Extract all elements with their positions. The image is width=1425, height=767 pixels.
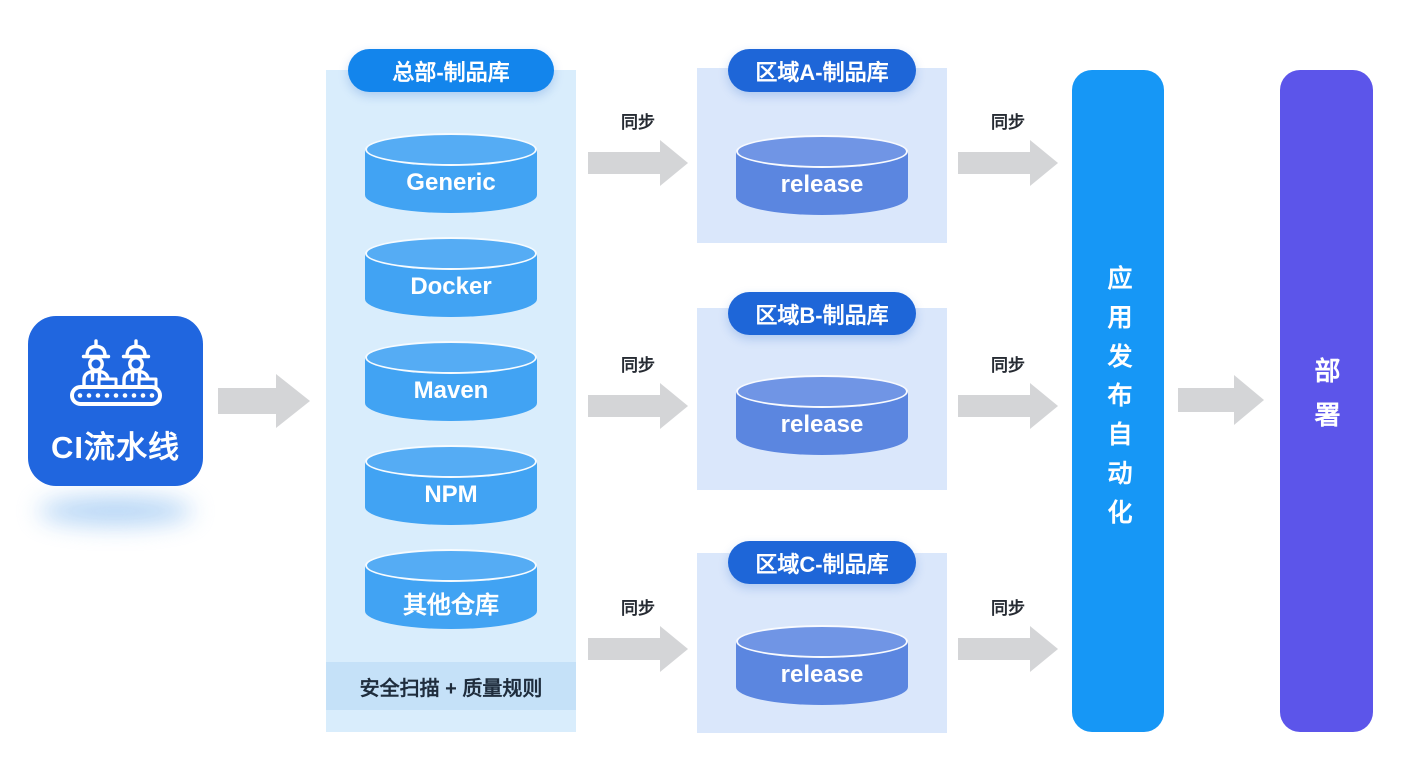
arrow-head-icon <box>1030 626 1058 672</box>
cylinder-top <box>365 549 537 582</box>
region-a-release-cylinder: release <box>736 135 908 215</box>
cylinder-top <box>365 341 537 374</box>
repo-label: release <box>780 171 864 198</box>
arrow-head-icon <box>1030 383 1058 429</box>
repo-cylinder-npm: NPM <box>365 445 537 525</box>
sync-label: 同步 <box>621 599 655 618</box>
region-c-release-cylinder: release <box>736 625 908 705</box>
repo-label: Maven <box>413 377 489 404</box>
arrow-head-icon <box>1030 140 1058 186</box>
region-c-title-label: 区域C-制品库 <box>755 551 889 577</box>
region-b-title-label: 区域B-制品库 <box>755 302 889 328</box>
region-b-title: 区域B-制品库 <box>728 292 916 335</box>
arrow-head-icon <box>1234 375 1264 425</box>
sync-label: 同步 <box>621 113 655 132</box>
repo-label: Docker <box>410 273 492 300</box>
arrow-head-icon <box>660 383 688 429</box>
repo-cylinder-maven: Maven <box>365 341 537 421</box>
sync-arrow-b-to-automation: 同步 <box>958 351 1058 429</box>
repo-label: release <box>780 661 864 688</box>
region-b-release-cylinder: release <box>736 375 908 455</box>
region-c-title: 区域C-制品库 <box>728 541 916 584</box>
sync-arrow-hq-to-c: 同步 <box>588 594 688 672</box>
security-scan-label: 安全扫描 + 质量规则 <box>359 677 543 700</box>
sync-arrow-c-to-automation: 同步 <box>958 594 1058 672</box>
ci-pipeline-box: CI流水线 <box>28 316 203 486</box>
repo-cylinder-docker: Docker <box>365 237 537 317</box>
repo-label: 其他仓库 <box>403 592 499 619</box>
sync-label: 同步 <box>991 356 1025 375</box>
arrow-shaft <box>958 395 1030 417</box>
arrow-shaft <box>958 638 1030 660</box>
cylinder-top <box>736 135 908 168</box>
automation-bar-label: 应用发布自动化 <box>1104 264 1132 538</box>
arrow-shaft <box>1178 388 1234 412</box>
repo-cylinder-other: 其他仓库 <box>365 549 537 629</box>
sync-label: 同步 <box>991 599 1025 618</box>
deploy-bar-label: 部署 <box>1311 357 1341 445</box>
flow-arrow-ci-to-hq <box>218 374 310 428</box>
ci-box-reflection <box>38 497 193 525</box>
workers-conveyor-icon <box>65 335 167 412</box>
arrow-head-icon <box>660 626 688 672</box>
arrow-shaft <box>588 395 660 417</box>
repo-cylinder-generic: Generic <box>365 133 537 213</box>
repo-label: Generic <box>406 169 496 196</box>
region-a-title: 区域A-制品库 <box>728 49 916 92</box>
automation-bar: 应用发布自动化 <box>1072 70 1164 732</box>
hq-repo-title: 总部-制品库 <box>348 49 554 92</box>
deploy-bar: 部署 <box>1280 70 1373 732</box>
repo-label: release <box>780 411 864 438</box>
sync-label: 同步 <box>621 356 655 375</box>
repo-label: NPM <box>424 481 478 508</box>
cylinder-top <box>736 625 908 658</box>
cylinder-top <box>365 237 537 270</box>
flow-arrow-automation-to-deploy <box>1178 375 1264 425</box>
ci-pipeline-label: CI流水线 <box>51 430 180 465</box>
sync-arrow-hq-to-a: 同步 <box>588 108 688 186</box>
cylinder-top <box>365 133 537 166</box>
arrow-shaft <box>218 388 276 414</box>
cylinder-top <box>736 375 908 408</box>
region-a-title-label: 区域A-制品库 <box>755 59 889 85</box>
arrow-head-icon <box>660 140 688 186</box>
arrow-shaft <box>958 152 1030 174</box>
arrow-shaft <box>588 152 660 174</box>
cylinder-top <box>365 445 537 478</box>
hq-repo-title-label: 总部-制品库 <box>392 59 510 85</box>
arrow-shaft <box>588 638 660 660</box>
sync-arrow-a-to-automation: 同步 <box>958 108 1058 186</box>
sync-arrow-hq-to-b: 同步 <box>588 351 688 429</box>
security-scan-band: 安全扫描 + 质量规则 <box>326 662 576 710</box>
arrow-head-icon <box>276 374 310 428</box>
sync-label: 同步 <box>991 113 1025 132</box>
